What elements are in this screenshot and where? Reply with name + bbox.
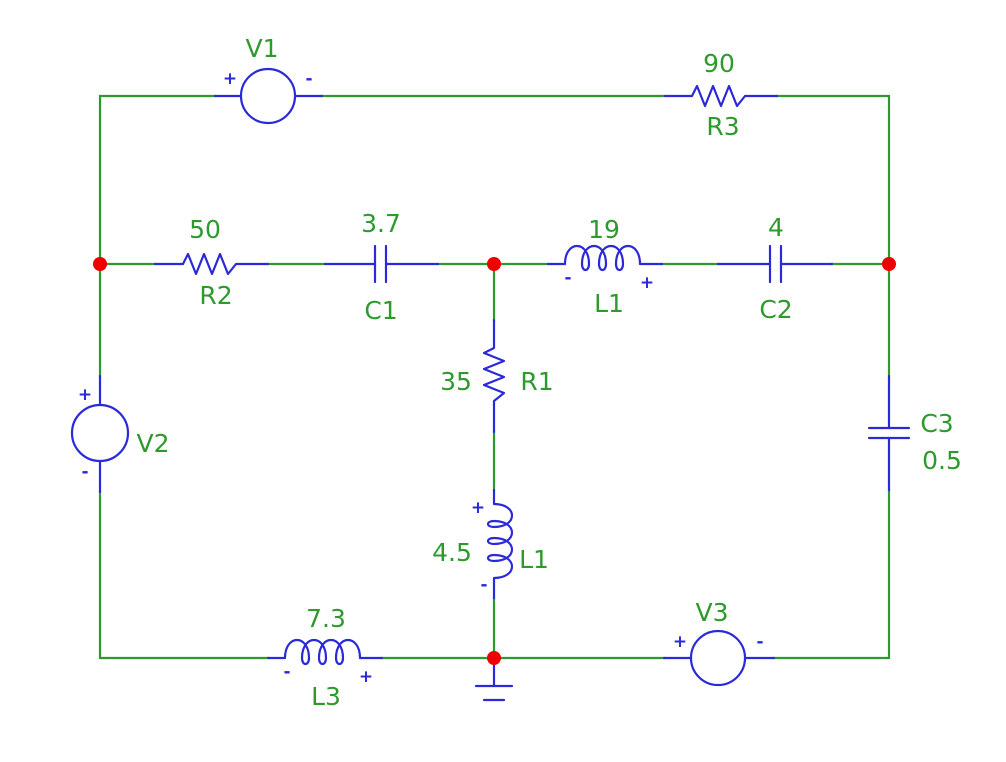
node-center <box>487 257 501 271</box>
v3-plus: + <box>673 632 687 652</box>
wire-top-right <box>775 94 891 266</box>
v1-source: V1 + - <box>213 34 324 125</box>
v3-label: V3 <box>695 598 728 627</box>
l3-value: 7.3 <box>306 604 346 633</box>
l3-inductor: 7.3 L3 - + <box>266 604 384 711</box>
wire-top-left <box>98 94 217 266</box>
l3-minus: - <box>283 662 290 682</box>
r3-label: R3 <box>706 112 739 141</box>
l1-top-label: L1 <box>594 289 624 318</box>
c3-value: 0.5 <box>922 446 962 475</box>
l1-top-plus: + <box>640 273 654 293</box>
r3-value: 90 <box>703 49 735 78</box>
wires <box>98 94 891 660</box>
v1-minus: - <box>305 69 312 89</box>
l3-plus: + <box>359 667 373 687</box>
node-right <box>882 257 896 271</box>
l1-mid-minus: - <box>480 575 487 595</box>
r1-resistor: 35 R1 <box>440 318 554 434</box>
node-left <box>93 257 107 271</box>
v1-label: V1 <box>245 34 278 63</box>
node-ground <box>487 651 501 665</box>
c2-capacitor: 4 C2 <box>716 213 834 324</box>
r2-label: R2 <box>199 281 232 310</box>
junction-nodes <box>93 257 896 665</box>
c1-value: 3.7 <box>361 209 401 238</box>
c3-label: C3 <box>920 409 953 438</box>
r2-resistor: 50 R2 <box>153 215 270 310</box>
l3-label: L3 <box>311 682 341 711</box>
v2-plus: + <box>78 385 92 405</box>
l1-mid-plus: + <box>471 498 485 518</box>
v1-plus: + <box>223 69 237 89</box>
c2-label: C2 <box>759 295 792 324</box>
r1-label: R1 <box>520 367 553 396</box>
r2-value: 50 <box>189 215 221 244</box>
l1-top-minus: - <box>564 268 571 288</box>
wire-left-lower <box>98 490 270 660</box>
c2-value: 4 <box>768 213 784 242</box>
c1-label: C1 <box>364 296 397 325</box>
c3-capacitor: C3 0.5 <box>867 374 962 492</box>
l1-inductor-mid: 4.5 L1 + - <box>432 488 549 660</box>
v2-source: V2 + - <box>70 374 170 494</box>
l1-mid-label: L1 <box>519 545 549 574</box>
r1-value: 35 <box>440 367 472 396</box>
l1-inductor-top: 19 L1 - + <box>546 215 664 318</box>
wire-v3-right <box>772 488 891 660</box>
c1-capacitor: 3.7 C1 <box>323 209 440 325</box>
r3-resistor: 90 R3 <box>663 49 779 141</box>
l1-mid-value: 4.5 <box>432 538 472 567</box>
v2-minus: - <box>81 462 88 482</box>
v2-label: V2 <box>136 429 169 458</box>
l1-top-value: 19 <box>588 215 620 244</box>
v3-minus: - <box>756 632 763 652</box>
v3-source: V3 + - <box>662 598 776 687</box>
